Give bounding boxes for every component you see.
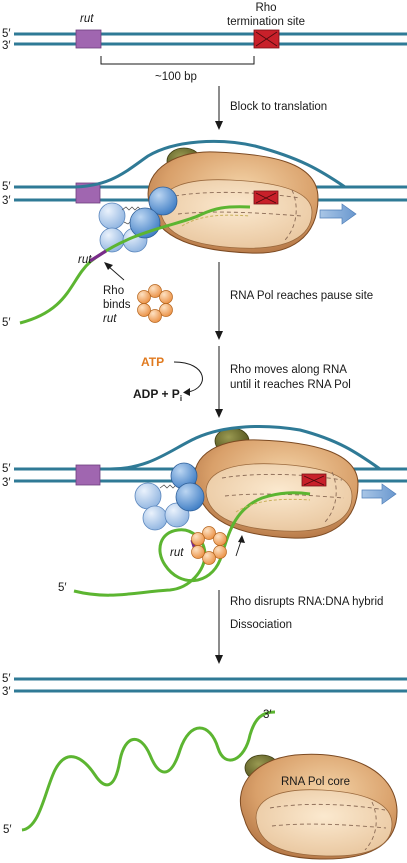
label-3prime: 3′	[2, 40, 11, 52]
label-rho-binds-2: binds	[103, 299, 131, 311]
termination-site-mark	[255, 192, 277, 204]
atp-hydrolysis: ATP ADP + Pi Rho moves along RNA until i…	[133, 346, 351, 418]
rho-hexamer	[191, 526, 227, 565]
label-5prime: 5′	[2, 28, 11, 40]
label-step-2: RNA Pol reaches pause site	[230, 290, 373, 302]
rna-polymerase	[194, 439, 359, 539]
termination-site-mark	[303, 475, 325, 486]
label-3prime: 3′	[2, 195, 11, 207]
rna-polymerase-core	[239, 753, 398, 860]
ribosome	[134, 462, 205, 531]
label-rho-binds-1: Rho	[103, 285, 124, 297]
label-5prime: 5′	[2, 463, 11, 475]
label-rnap-core: RNA Pol core	[281, 776, 350, 788]
rho-motion-arrow	[235, 540, 242, 557]
step-arrow-2: RNA Pol reaches pause site	[215, 262, 373, 340]
dna-bubble	[109, 424, 381, 471]
termination-site-mark	[255, 31, 278, 47]
label-rna-5prime: 5′	[58, 582, 67, 594]
rna-transcript	[73, 491, 311, 597]
panel-dissociation: 5′ 3′ 3′ 5′ RNA Pol core	[2, 673, 407, 860]
rna-transcript	[19, 205, 251, 325]
label-rut: rut	[80, 13, 94, 25]
rut-site-box	[75, 29, 102, 49]
panel-rho-binding: 5′ 3′ rut 5′	[2, 139, 407, 329]
label-rut-rna: rut	[170, 547, 184, 559]
label-3prime: 3′	[2, 477, 11, 489]
label-step-5: Dissociation	[230, 619, 292, 631]
label-rna-5prime: 5′	[3, 824, 12, 836]
label-5prime: 5′	[2, 181, 11, 193]
label-atp: ATP	[141, 355, 164, 369]
label-step-3-line1: Rho moves along RNA	[230, 364, 347, 376]
label-adp: ADP + Pi	[133, 387, 182, 403]
label-distance: ~100 bp	[155, 71, 197, 83]
rut-site-box	[75, 182, 101, 204]
panel-dna-map: 5′ 3′ rut Rho termination site ~100 bp	[2, 2, 407, 83]
label-rna-5prime: 5′	[2, 317, 11, 329]
direction-arrow	[361, 483, 397, 505]
label-rna-3prime: 3′	[263, 709, 272, 721]
rut-site-box	[75, 464, 101, 486]
label-5prime: 5′	[2, 673, 11, 685]
label-termination-site: termination site	[227, 16, 305, 28]
released-rna	[21, 710, 276, 832]
label-rho-binds-3: rut	[103, 313, 117, 325]
step-arrow-4: Rho disrupts RNA:DNA hybrid Dissociation	[215, 590, 383, 664]
panel-rho-reaches-pol: 5′ 3′ rut 5′	[2, 424, 407, 597]
direction-arrow	[319, 203, 357, 225]
label-step-3-line2: until it reaches RNA Pol	[230, 379, 351, 391]
label-step-4: Rho disrupts RNA:DNA hybrid	[230, 596, 383, 608]
atp-curve-arrow	[173, 361, 203, 393]
dna-bubble	[69, 139, 346, 189]
distance-bracket	[100, 56, 255, 65]
rut-rna-segment	[89, 249, 107, 263]
rho-hexamer	[137, 284, 173, 323]
label-step-1: Block to translation	[230, 101, 327, 113]
rho-binds-arrow	[107, 265, 125, 281]
label-3prime: 3′	[2, 686, 11, 698]
label-rho-line1: Rho	[255, 2, 276, 14]
step-arrow-1: Block to translation	[215, 86, 327, 130]
label-rut-rna: rut	[78, 254, 92, 266]
